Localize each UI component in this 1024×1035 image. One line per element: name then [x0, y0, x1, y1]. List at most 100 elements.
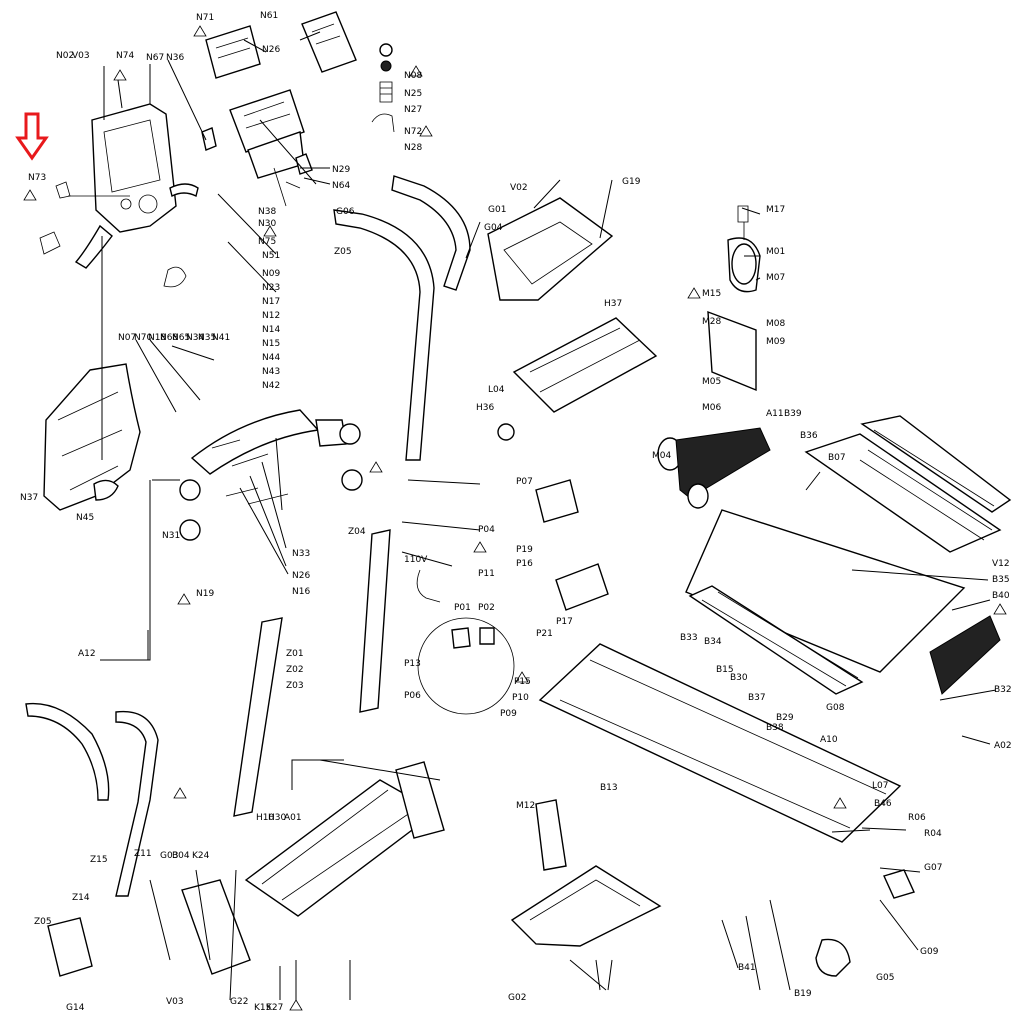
- warning-icon: [177, 593, 191, 605]
- callout-110v: 110V: [404, 555, 428, 565]
- callout-m04: M04: [652, 451, 671, 461]
- callout-r06: R06: [908, 813, 926, 823]
- callout-n72: N72: [404, 127, 422, 137]
- callout-m17: M17: [766, 205, 785, 215]
- callout-k15: K15: [254, 1003, 271, 1013]
- warning-icon: [193, 25, 207, 37]
- callout-g01: G01: [488, 205, 506, 215]
- callout-g04: G04: [484, 223, 503, 233]
- callout-z05b: Z05: [34, 917, 52, 927]
- callout-n19: N19: [196, 589, 214, 599]
- overlay-panels: [205, 11, 357, 207]
- console-assembly: [39, 103, 217, 269]
- callout-b04: B04: [172, 851, 190, 861]
- callout-z01: Z01: [286, 649, 304, 659]
- callout-n09: N09: [262, 269, 280, 279]
- warning-icon: [289, 999, 303, 1011]
- callout-g07: G07: [924, 863, 942, 873]
- warning-icon: [409, 65, 423, 77]
- callout-n17: N17: [262, 297, 280, 307]
- callout-g08: G08: [826, 703, 845, 713]
- callout-a02: A02: [994, 741, 1012, 751]
- warning-icon: [687, 287, 701, 299]
- handrail-left: [179, 409, 363, 541]
- lift-frame: [487, 197, 658, 441]
- callout-n37: N37: [20, 493, 38, 503]
- callout-g02: G02: [508, 993, 526, 1003]
- callout-n75: N75: [258, 237, 276, 247]
- callout-b33: B33: [680, 633, 698, 643]
- motor-cover: [43, 363, 141, 511]
- callout-n70: N70: [134, 333, 152, 343]
- callout-n64: N64: [332, 181, 350, 191]
- callout-m15: M15: [702, 289, 721, 299]
- callout-p17: P17: [556, 617, 573, 627]
- deck-board: [685, 415, 1012, 673]
- callout-n33: N33: [292, 549, 310, 559]
- callout-n27: N27: [404, 105, 422, 115]
- callout-m09: M09: [766, 337, 785, 347]
- callout-n65: N65: [172, 333, 190, 343]
- callout-n71: N71: [196, 13, 214, 23]
- callout-p09: P09: [500, 709, 517, 719]
- callout-m07: M07: [766, 273, 785, 283]
- callout-n34: N34: [186, 333, 204, 343]
- warning-icon: [263, 225, 277, 237]
- callout-k27: K27: [266, 1003, 283, 1013]
- warning-icon: [993, 603, 1007, 615]
- callout-k24: K24: [192, 851, 210, 861]
- callout-h36: H36: [476, 403, 494, 413]
- small-hardware-top: [163, 43, 395, 288]
- warning-icon: [833, 797, 847, 809]
- callout-v03b: V03: [166, 997, 184, 1007]
- callout-n42: N42: [262, 381, 280, 391]
- running-belt-rails: [538, 585, 902, 843]
- callout-p07: P07: [516, 477, 533, 487]
- callout-g09: G09: [920, 947, 939, 957]
- callout-n38: N38: [258, 207, 276, 217]
- callout-a01: A01: [284, 813, 302, 823]
- callout-a10: A10: [820, 735, 838, 745]
- callout-n12: N12: [262, 311, 280, 321]
- callout-n73: N73: [28, 173, 46, 183]
- callout-n29: N29: [332, 165, 350, 175]
- callout-z03: Z03: [286, 681, 304, 691]
- callout-g19: G19: [622, 177, 641, 187]
- callout-b15: B15: [716, 665, 734, 675]
- callout-b39: B39: [784, 409, 802, 419]
- callout-n36: N36: [166, 53, 184, 63]
- callout-n67: N67: [146, 53, 164, 63]
- rear-roller: [929, 615, 1001, 695]
- callout-p13: P13: [404, 659, 421, 669]
- callout-m12: M12: [516, 801, 535, 811]
- callout-n31: N31: [162, 531, 180, 541]
- callout-p06: P06: [404, 691, 421, 701]
- callout-b41: B41: [738, 963, 756, 973]
- warning-icon: [369, 461, 383, 473]
- callout-z11: Z11: [134, 849, 152, 859]
- callout-b38: B38: [766, 723, 784, 733]
- callout-p11: P11: [478, 569, 495, 579]
- callout-p10: P10: [512, 693, 529, 703]
- upright-left: [25, 175, 471, 897]
- warning-icon: [515, 671, 529, 683]
- callout-n35: N35: [198, 333, 216, 343]
- leader-lines: [100, 31, 997, 1001]
- callout-g06: G06: [336, 207, 355, 217]
- callout-n68: N68: [160, 333, 178, 343]
- warning-icon: [113, 69, 127, 81]
- callout-m28: M28: [702, 317, 721, 327]
- callout-n16: N16: [292, 587, 310, 597]
- callout-n43: N43: [262, 367, 280, 377]
- callout-g14: G14: [66, 1003, 85, 1013]
- callout-b32: B32: [994, 685, 1012, 695]
- warning-icon: [173, 787, 187, 799]
- callout-p04: P04: [478, 525, 495, 535]
- warning-icon: [419, 125, 433, 137]
- callout-p19: P19: [516, 545, 533, 555]
- base-frame: [47, 761, 915, 977]
- callout-b07: B07: [828, 453, 846, 463]
- callout-b37: B37: [748, 693, 766, 703]
- callout-n30: N30: [258, 219, 276, 229]
